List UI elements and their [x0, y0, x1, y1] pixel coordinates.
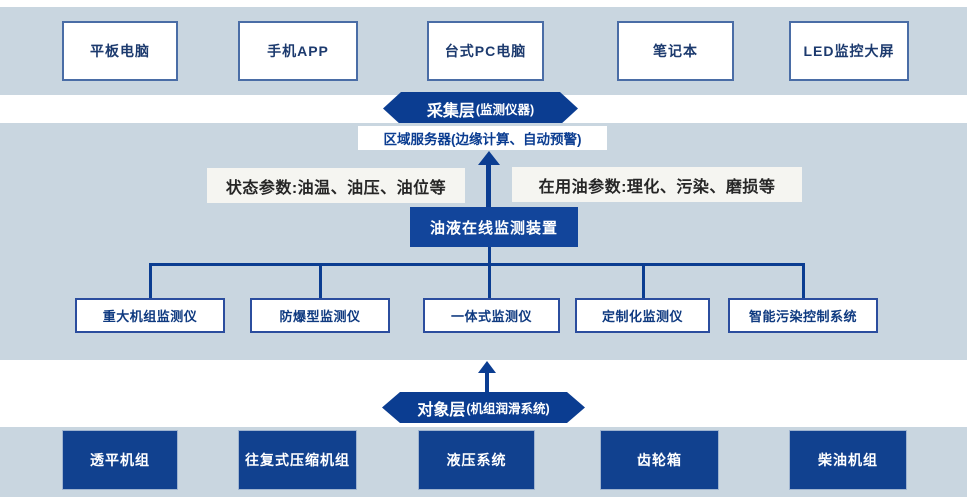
- status-params-label: 状态参数:油温、油压、油位等: [207, 168, 465, 203]
- oil-params-text: 在用油参数:理化、污染、磨损等: [538, 178, 776, 196]
- connector-stem-1: [149, 263, 152, 298]
- connector-stem-4: [642, 263, 645, 298]
- monitor-box-pollution-control: 智能污染控制系统: [728, 298, 878, 333]
- monitor-box-explosion-proof: 防爆型监测仪: [250, 298, 390, 333]
- collection-layer-ribbon: 采集层 (监测仪器): [383, 92, 578, 125]
- up-arrow-icon: [478, 151, 500, 165]
- monitor-label: 防爆型监测仪: [279, 309, 361, 324]
- object-layer-ribbon: 对象层 (机组润滑系统): [382, 392, 585, 423]
- status-params-text: 状态参数:油温、油压、油位等: [225, 179, 447, 197]
- monitor-label: 一体式监测仪: [450, 309, 532, 324]
- device-box-phone-app: 手机APP: [238, 21, 358, 81]
- collection-layer-subtitle: (监测仪器): [475, 103, 535, 117]
- connector-stem-5: [802, 263, 805, 298]
- monitor-box-customized: 定制化监测仪: [575, 298, 710, 333]
- object-label: 液压系统: [446, 452, 507, 468]
- object-box-turbine-unit: 透平机组: [62, 430, 178, 490]
- regional-server-label: 区域服务器(边缘计算、自动预警): [383, 132, 582, 147]
- connector-horizontal-line: [149, 263, 805, 266]
- up-arrow-shaft: [486, 163, 491, 207]
- connector-stem-3: [488, 263, 491, 298]
- device-box-led-screen: LED监控大屏: [789, 21, 909, 81]
- device-label: 笔记本: [653, 43, 698, 59]
- monitor-label: 智能污染控制系统: [748, 309, 857, 324]
- object-label: 柴油机组: [818, 452, 878, 468]
- object-label: 透平机组: [90, 452, 150, 468]
- oil-device-label: 油液在线监测装置: [429, 219, 558, 237]
- oil-online-monitoring-device-box: 油液在线监测装置: [410, 207, 578, 247]
- collection-layer-title: 采集层: [426, 102, 475, 120]
- connector-stem-2: [319, 263, 322, 298]
- object-label: 齿轮箱: [637, 452, 682, 468]
- object-layer-subtitle: (机组润滑系统): [466, 402, 550, 416]
- object-box-reciprocating-compressor: 往复式压缩机组: [238, 430, 357, 490]
- device-label: 手机APP: [267, 43, 329, 59]
- device-label: LED监控大屏: [803, 43, 895, 59]
- object-box-gearbox: 齿轮箱: [600, 430, 719, 490]
- object-box-hydraulic-system: 液压系统: [418, 430, 535, 490]
- connector-center-stem: [488, 247, 491, 263]
- up-arrow-icon: [478, 361, 496, 373]
- object-layer-title: 对象层: [417, 401, 466, 419]
- device-box-tablet: 平板电脑: [62, 21, 178, 81]
- object-box-diesel-unit: 柴油机组: [789, 430, 907, 490]
- regional-server-box: 区域服务器(边缘计算、自动预警): [358, 126, 607, 150]
- object-label: 往复式压缩机组: [245, 452, 350, 468]
- monitor-box-integrated: 一体式监测仪: [423, 298, 560, 333]
- device-box-desktop-pc: 台式PC电脑: [427, 21, 544, 81]
- monitor-label: 重大机组监测仪: [102, 309, 198, 324]
- device-box-laptop: 笔记本: [617, 21, 734, 81]
- oil-params-label: 在用油参数:理化、污染、磨损等: [512, 167, 802, 202]
- monitor-label: 定制化监测仪: [601, 309, 683, 324]
- device-label: 平板电脑: [90, 43, 150, 59]
- device-label: 台式PC电脑: [444, 43, 527, 59]
- up-arrow-shaft: [485, 371, 489, 392]
- monitor-box-major-unit: 重大机组监测仪: [75, 298, 225, 333]
